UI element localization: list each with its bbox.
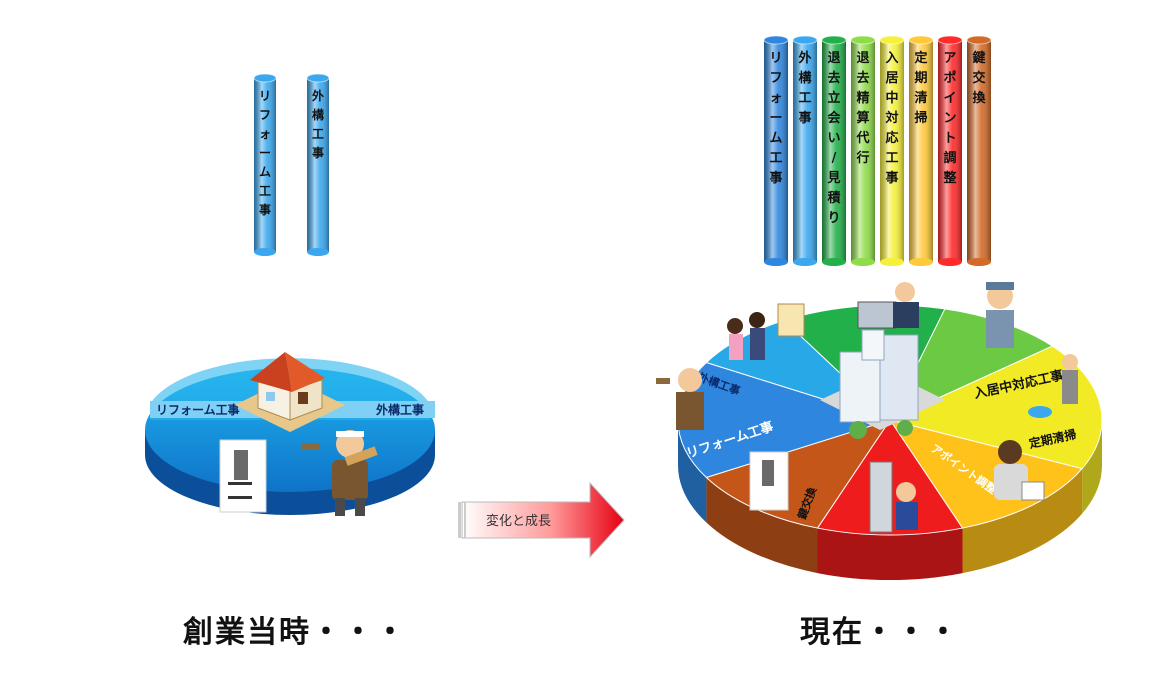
right-pillar-char: 掃 [914,110,927,126]
right-pillar-char: ー [769,111,782,126]
pie-segment-side [1082,420,1102,514]
right-pillar-char: 中 [885,90,898,106]
right-pillar-char: ポ [943,70,956,86]
left-pillar-char: 工 [259,184,271,198]
left-pillar-char: 構 [312,107,324,122]
right-pillar-char: リ [769,51,782,66]
right-pillar-char: 積 [826,190,841,206]
right-pillar-char: 鍵 [972,50,985,66]
left-pillar-char: 外 [312,88,324,103]
right-pillar-char: 会 [827,110,841,126]
building-illustration [820,329,945,439]
right-pillar-char: 調 [943,150,956,166]
right-carpenter-illustration [656,368,704,430]
right-pillar-char: 定 [913,50,927,66]
right-pillar-char: ア [943,51,956,66]
pie-segment-side [706,477,818,574]
office-worker-illustration [857,282,919,329]
right-pillar-char: 交 [972,70,985,86]
right-pillar: リフォーム工事 [763,35,789,266]
right-pillar-char: ト [943,131,956,146]
right-pillar-char: フ [769,71,782,86]
right-pillar-char: / [832,151,837,166]
right-pillar-char: 去 [827,70,840,86]
left-pillar: リフォーム工事 [253,73,277,256]
pie-segment-side [678,420,707,523]
right-service-pillars: リフォーム工事外構工事退去立会い/見積り退去精算代行入居中対応工事定期清掃アポイ… [763,35,992,266]
woman-phone-illustration [994,440,1045,501]
couple-illustration [727,303,805,360]
left-pillar-char: リ [259,89,271,103]
right-pillar-char: 対 [884,110,898,126]
right-pillar-char: 外 [797,50,811,66]
right-pillar: 入居中対応工事 [879,35,905,266]
pie-segment-side [962,468,1083,574]
right-pillar-char: 退 [827,51,840,66]
arrow-label: 変化と成長 [486,513,551,529]
ladder-worker-illustration [219,439,267,513]
right-pillar-char: 算 [856,110,869,126]
left-pie-label-exterior: 外構工事 [376,402,424,417]
caption-present: 現在・・・ [800,615,960,650]
right-pillar-char: 精 [856,90,869,106]
house-illustration [235,352,345,432]
right-pillar: 外構工事 [792,35,818,266]
left-pillar-char: 工 [312,127,324,141]
right-pillar-char: ォ [769,91,782,106]
right-pillar-char: 事 [769,170,782,186]
right-pillar-char: 居 [885,71,898,86]
pie-segment [888,419,1084,529]
left-pillar-char: ー [259,146,271,160]
caption-founding: 創業当時・・・ [183,615,407,650]
right-pillar-char: 見 [826,171,840,186]
right-ladder-worker-illustration [749,451,789,511]
left-pillar-char: 事 [259,202,271,217]
right-pillar: 鍵交換 [966,35,992,266]
right-pillar-char: 工 [798,91,811,106]
right-pillar-char: 事 [798,110,811,126]
right-pillar-char: ン [943,111,956,126]
left-pillar-char: 事 [312,145,324,160]
left-pie-label-reform: リフォーム工事 [156,402,240,417]
right-pillar: アポイント調整 [937,35,963,266]
right-pillar-char: イ [943,91,956,106]
left-pillar-char: ォ [259,127,271,141]
carpenter-illustration [302,430,378,516]
right-pillar-char: 退 [856,51,869,66]
right-pillar-char: 期 [914,71,927,86]
right-pillar-char: い [827,131,840,146]
right-pillar-char: 事 [885,170,898,186]
right-pillar-char: 整 [942,170,957,186]
cleaner-illustration [1028,354,1078,418]
change-arrow: 変化と成長 [458,481,625,559]
right-pillar-char: 換 [972,90,986,106]
right-pillar-char: り [827,211,840,226]
repairman-illustration [986,282,1014,348]
right-pillar-char: 清 [914,90,927,106]
pie-segment-side [817,528,963,580]
locksmith-illustration [869,461,918,533]
right-pillar-char: 応 [885,130,898,146]
right-pillar-char: 立 [827,90,840,106]
right-pillar-char: 工 [769,151,782,166]
left-pillar-char: ム [259,165,271,179]
left-pillar: 外構工事 [306,73,330,256]
right-pillar-char: 工 [885,151,898,166]
right-pillar-char: 代 [855,130,869,146]
left-pillar-char: フ [259,108,271,122]
right-pillar-char: ム [769,131,782,146]
right-pillar-char: 入 [885,51,898,66]
right-pillar-char: 去 [856,70,869,86]
right-pillar-char: 構 [798,70,811,86]
left-pie: リフォーム工事 外構工事 [145,352,435,516]
right-pillar: 定期清掃 [908,35,934,266]
right-pillar-char: 行 [855,150,869,166]
